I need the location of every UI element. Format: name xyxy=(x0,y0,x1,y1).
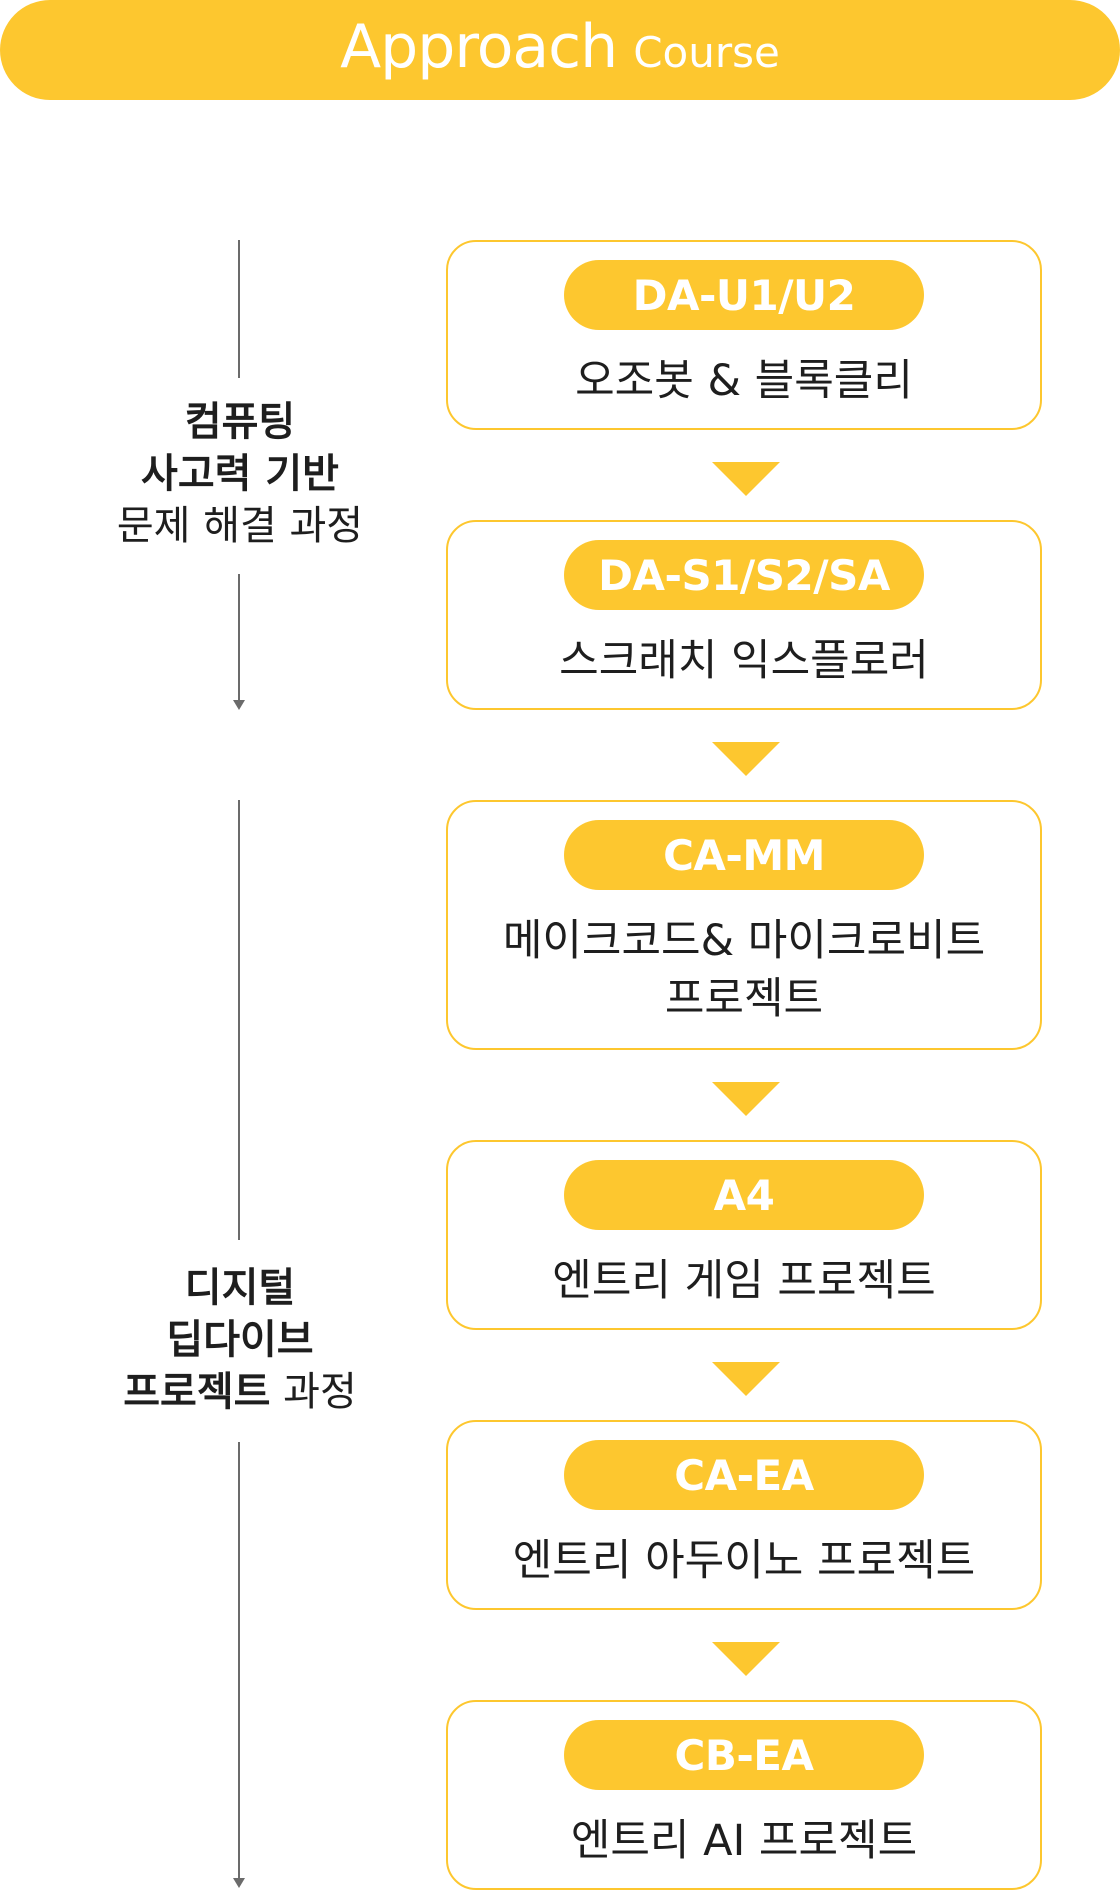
group-label-line: 사고력 기반 xyxy=(141,451,339,497)
course-title: 메이크코드& 마이크로비트 프로젝트 xyxy=(448,912,1040,1028)
course-code-badge: DA-U1/U2 xyxy=(564,260,924,330)
timeline-line xyxy=(238,1442,240,1878)
course-title-line: 메이크코드& 마이크로비트 xyxy=(502,916,986,966)
course-title: 엔트리 게임 프로젝트 xyxy=(552,1256,936,1306)
course-title-line: 프로젝트 xyxy=(664,974,824,1024)
course-header: Approach Course xyxy=(0,0,1120,100)
course-card: CA-EA 엔트리 아두이노 프로젝트 xyxy=(446,1420,1042,1610)
down-triangle-icon xyxy=(712,1642,780,1676)
group-label-line: 컴퓨팅 xyxy=(184,399,296,445)
arrow-down-icon xyxy=(233,1878,245,1888)
course-code-badge: CB-EA xyxy=(564,1720,924,1790)
course-card: A4 엔트리 게임 프로젝트 xyxy=(446,1140,1042,1330)
course-title: 오조봇 & 블록클리 xyxy=(575,356,913,406)
down-triangle-icon xyxy=(712,742,780,776)
course-card: DA-S1/S2/SA 스크래치 익스플로러 xyxy=(446,520,1042,710)
group-label-text: 과정 xyxy=(270,1369,357,1415)
timeline-line xyxy=(238,240,240,378)
course-code-badge: DA-S1/S2/SA xyxy=(564,540,924,610)
group-label-digital: 디지털 딥다이브 프로젝트 과정 xyxy=(40,1262,440,1418)
down-triangle-icon xyxy=(712,1362,780,1396)
timeline-line xyxy=(238,574,240,702)
header-title: Approach xyxy=(340,12,618,82)
group-label-line: 디지털 xyxy=(184,1265,296,1311)
course-title: 엔트리 아두이노 프로젝트 xyxy=(512,1536,976,1586)
down-triangle-icon xyxy=(712,1082,780,1116)
group-label-computing: 컴퓨팅 사고력 기반 문제 해결 과정 xyxy=(40,396,440,552)
group-label-text: 프로젝트 xyxy=(123,1369,271,1415)
header-subtitle: Course xyxy=(633,28,780,77)
group-label-line: 딥다이브 xyxy=(166,1317,314,1363)
course-card: CB-EA 엔트리 AI 프로젝트 xyxy=(446,1700,1042,1890)
down-triangle-icon xyxy=(712,462,780,496)
course-title: 엔트리 AI 프로젝트 xyxy=(570,1816,918,1866)
course-title: 스크래치 익스플로러 xyxy=(559,636,929,686)
arrow-down-icon xyxy=(233,700,245,710)
course-code-badge: CA-EA xyxy=(564,1440,924,1510)
course-card: CA-MM 메이크코드& 마이크로비트 프로젝트 xyxy=(446,800,1042,1050)
course-code-badge: CA-MM xyxy=(564,820,924,890)
timeline-line xyxy=(238,800,240,1240)
group-label-line: 문제 해결 과정 xyxy=(116,503,364,549)
course-code-badge: A4 xyxy=(564,1160,924,1230)
course-card: DA-U1/U2 오조봇 & 블록클리 xyxy=(446,240,1042,430)
